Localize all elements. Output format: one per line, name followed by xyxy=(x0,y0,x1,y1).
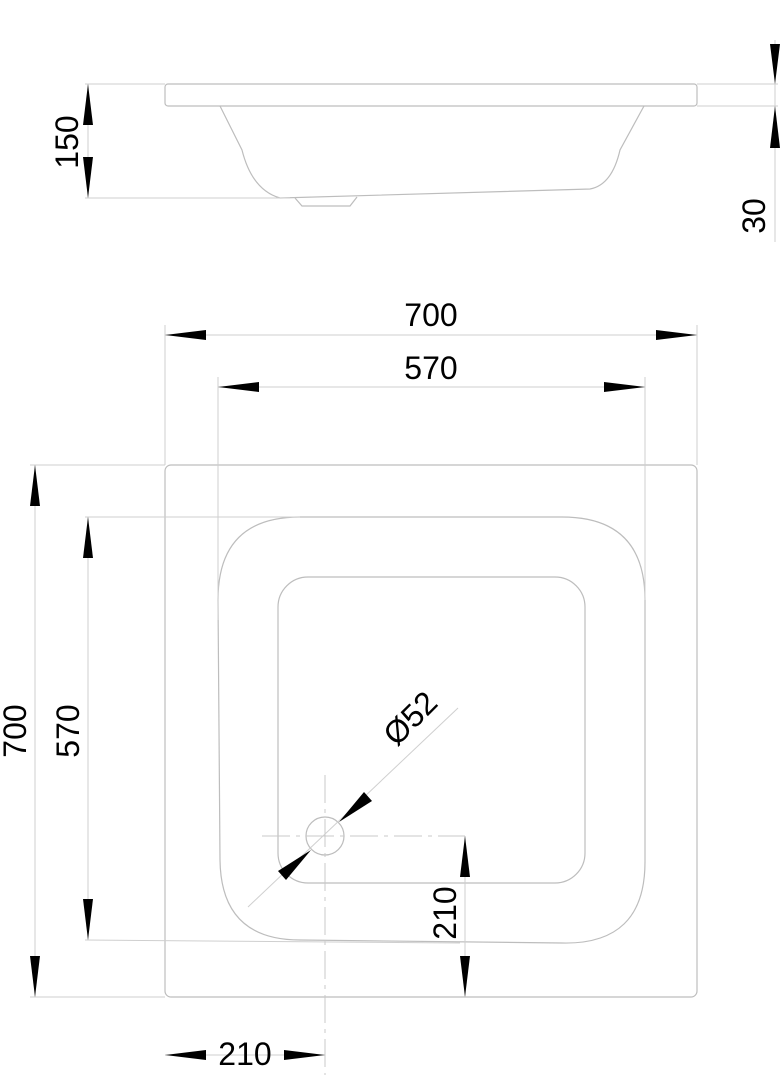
tray-basin-profile xyxy=(219,105,645,199)
dimension-arrow xyxy=(604,382,645,392)
dimension-arrow xyxy=(30,956,40,997)
drain-outlet-profile xyxy=(294,196,358,207)
dimension-arrow xyxy=(83,157,93,198)
tray-basin-outline xyxy=(217,516,646,944)
extension-line xyxy=(84,939,461,944)
dimension-label-drain-x: 210 xyxy=(218,1036,271,1072)
dimension-arrow xyxy=(770,44,780,84)
dimension-arrow xyxy=(278,850,311,880)
dimension-label-outer-depth: 700 xyxy=(0,704,33,757)
dimension-label-inner-depth: 570 xyxy=(50,704,86,757)
side-view: 150 30 xyxy=(49,40,780,242)
dimension-label-inner-width: 570 xyxy=(404,350,457,386)
dimension-arrow xyxy=(339,792,372,822)
dimension-arrow xyxy=(656,330,697,340)
dimension-arrow xyxy=(83,517,93,558)
dimension-arrow xyxy=(83,899,93,940)
tray-outer-outline xyxy=(164,464,698,998)
tray-rim-profile xyxy=(164,83,698,107)
tray-floor-outline xyxy=(277,576,586,884)
dimension-arrow xyxy=(284,1050,325,1060)
dimension-arrow xyxy=(218,382,259,392)
dimension-arrow xyxy=(30,465,40,506)
dimension-label-outer-width: 700 xyxy=(404,297,457,333)
dimension-label-drain-diameter: Ø52 xyxy=(376,684,444,752)
dimension-arrow xyxy=(770,106,780,148)
dimension-label-drain-y: 210 xyxy=(427,886,463,939)
dimension-arrow xyxy=(460,956,470,997)
dimension-label-rim: 30 xyxy=(736,198,772,234)
dimension-arrow xyxy=(83,84,93,125)
plan-view: 700 570 700 570 210 210 xyxy=(0,297,698,1075)
dimension-label-height: 150 xyxy=(49,115,85,168)
dimension-arrow xyxy=(165,330,206,340)
dimension-arrow xyxy=(460,836,470,877)
dimension-arrow xyxy=(165,1050,206,1060)
